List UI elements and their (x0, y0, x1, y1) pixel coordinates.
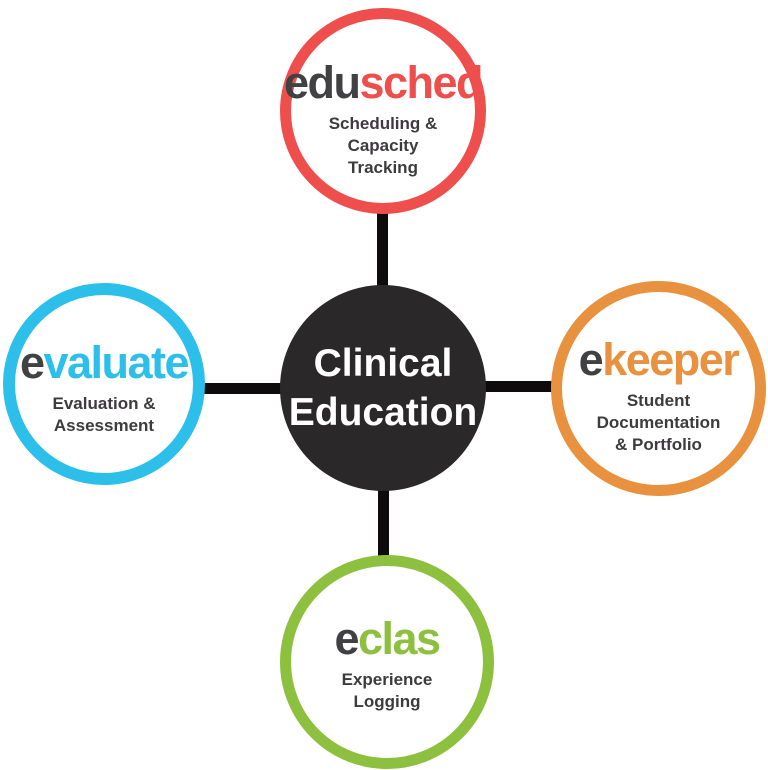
subtitle-line: Capacity (347, 135, 419, 155)
node-eclas: eclas Experience Logging (280, 555, 494, 769)
subtitle-line: Tracking (348, 157, 418, 177)
subtitle-line: Assessment (53, 415, 155, 435)
node-eclas-title-prefix: e (334, 612, 359, 664)
node-eclas-content: eclas Experience Logging (334, 612, 441, 713)
node-edusched-title-prefix: edu (283, 56, 361, 108)
subtitle-line: Documentation (596, 413, 721, 432)
node-ekeeper-title-rest: keeper (602, 334, 740, 385)
subtitle-line: Evaluation & (52, 393, 156, 413)
center-node-clinical-education: Clinical Education (280, 285, 486, 491)
node-ekeeper: ekeeper Student Documentation & Portfoli… (551, 281, 766, 496)
subtitle-line: Student (626, 391, 691, 410)
connector-top (377, 208, 388, 292)
node-edusched: edusched Scheduling & Capacity Tracking (280, 8, 486, 214)
node-evaluate: evaluate Evaluation & Assessment (3, 283, 205, 485)
subtitle-line: Logging (353, 691, 421, 711)
center-label-line: Clinical (313, 342, 453, 385)
node-edusched-subtitle: Scheduling & Capacity Tracking (329, 113, 438, 179)
subtitle-line: Experience (341, 669, 433, 689)
node-evaluate-title: evaluate (19, 336, 190, 388)
node-ekeeper-title: ekeeper (578, 334, 740, 385)
subtitle-line: & Portfolio (615, 435, 702, 454)
center-label-line: Education (288, 391, 478, 434)
node-ekeeper-content: ekeeper Student Documentation & Portfoli… (578, 334, 740, 456)
node-eclas-subtitle: Experience Logging (342, 669, 433, 713)
node-evaluate-title-rest: valuate (43, 336, 189, 388)
subtitle-line: Scheduling & (328, 113, 438, 133)
node-ekeeper-subtitle: Student Documentation & Portfolio (597, 390, 721, 456)
node-edusched-title: edusched (283, 56, 484, 108)
node-evaluate-title-prefix: e (19, 336, 45, 388)
node-edusched-content: edusched Scheduling & Capacity Tracking (283, 56, 484, 179)
node-eclas-title: eclas (334, 612, 441, 664)
connector-right (482, 381, 560, 392)
node-evaluate-content: evaluate Evaluation & Assessment (19, 336, 190, 437)
node-ekeeper-title-prefix: e (578, 334, 604, 385)
node-edusched-title-rest: sched (359, 56, 483, 108)
node-evaluate-subtitle: Evaluation & Assessment (53, 393, 156, 437)
node-eclas-title-rest: clas (357, 612, 441, 664)
connector-bottom (378, 484, 389, 560)
connector-left (198, 383, 286, 394)
